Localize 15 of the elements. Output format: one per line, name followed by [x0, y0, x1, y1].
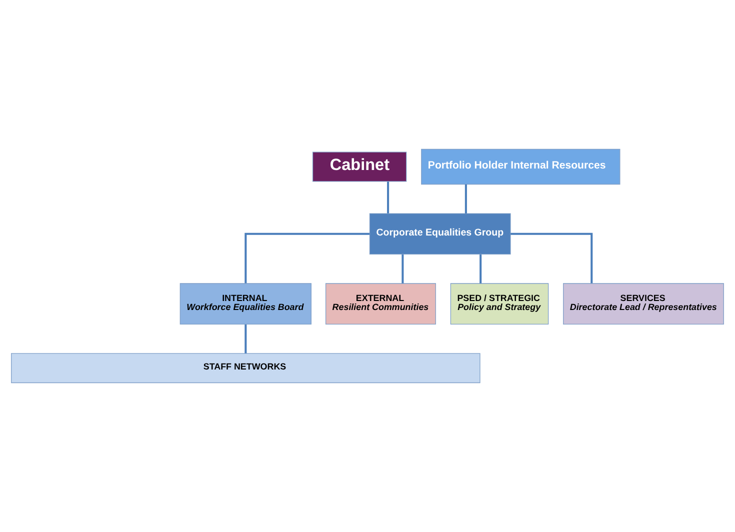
- connector: [402, 254, 404, 284]
- connector: [480, 254, 482, 284]
- node-box: PSED / STRATEGIC Policy and Strategy: [450, 283, 549, 324]
- node-box: STAFF NETWORKS: [11, 353, 480, 384]
- node-box: SERVICES Directorate Lead / Representatives: [563, 283, 724, 324]
- connector: [510, 232, 593, 284]
- node-box: Portfolio Holder Internal Resources: [421, 148, 620, 185]
- connector: [244, 232, 370, 284]
- connector: [244, 324, 247, 354]
- connector: [387, 182, 390, 214]
- node-box: Corporate Equalities Group: [369, 213, 511, 255]
- connector: [464, 184, 467, 214]
- node-box: INTERNAL Workforce Equalities Board: [180, 283, 312, 324]
- node-box: EXTERNAL Resilient Communities: [325, 283, 436, 324]
- node-box: Cabinet: [312, 152, 407, 182]
